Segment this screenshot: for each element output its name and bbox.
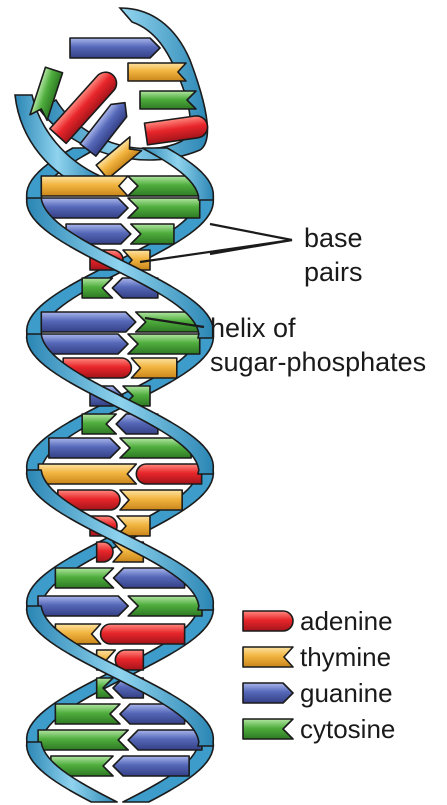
base-pair xyxy=(55,704,184,724)
legend-label: guanine xyxy=(300,678,393,709)
thymine-base xyxy=(38,464,136,484)
base-pair xyxy=(40,198,199,218)
thymine-swatch-icon xyxy=(240,642,296,672)
base-pair xyxy=(41,176,198,196)
cytosine-base xyxy=(131,224,174,244)
cytosine-base xyxy=(140,91,196,109)
legend-label: thymine xyxy=(300,642,391,673)
cytosine-base xyxy=(128,596,202,616)
base-pair xyxy=(40,334,199,354)
thymine-base xyxy=(120,490,182,510)
guanine-base xyxy=(40,334,128,354)
guanine-base xyxy=(113,756,189,776)
helix-label-line2: sugar-phosphates xyxy=(210,346,426,378)
legend-item-adenine: adenine xyxy=(240,606,393,636)
legend-label: adenine xyxy=(300,606,393,637)
base-pair xyxy=(49,438,191,458)
base-pair xyxy=(38,730,202,750)
adenine-base xyxy=(136,464,201,484)
thymine-base xyxy=(131,358,176,378)
legend-item-guanine: guanine xyxy=(240,678,393,708)
adenine-base xyxy=(97,542,113,562)
cytosine-base xyxy=(128,198,200,218)
thymine-base xyxy=(41,176,128,196)
legend-item-thymine: thymine xyxy=(240,642,391,672)
guanine-base xyxy=(70,38,160,58)
cytosine-base xyxy=(55,568,113,588)
cytosine-swatch-icon xyxy=(240,714,296,744)
base-pairs-label-line2: pairs xyxy=(304,256,363,288)
helix-label-line1: helix of xyxy=(210,312,296,344)
guanine-swatch-icon xyxy=(240,678,296,708)
base-pairs-label-line1: base xyxy=(304,222,363,254)
base-pair xyxy=(55,568,184,588)
base-pair xyxy=(55,624,184,644)
guanine-base xyxy=(128,730,202,750)
adenine-base xyxy=(101,624,185,644)
adenine-swatch-icon xyxy=(240,606,296,636)
base-pair xyxy=(38,596,202,616)
legend-item-cytosine: cytosine xyxy=(240,714,395,744)
guanine-base xyxy=(38,596,128,616)
cytosine-base xyxy=(55,704,120,724)
guanine-base xyxy=(49,438,120,458)
legend-label: cytosine xyxy=(300,714,395,745)
cytosine-base xyxy=(128,334,200,354)
base-pair xyxy=(38,464,201,484)
cytosine-base xyxy=(82,278,112,298)
guanine-base xyxy=(40,198,128,218)
cytosine-base xyxy=(82,414,116,434)
cytosine-base xyxy=(38,730,128,750)
base-pairs-pointer-1 xyxy=(210,224,292,240)
guanine-base xyxy=(41,312,135,332)
thymine-base xyxy=(128,63,186,81)
base-pair xyxy=(51,756,189,776)
